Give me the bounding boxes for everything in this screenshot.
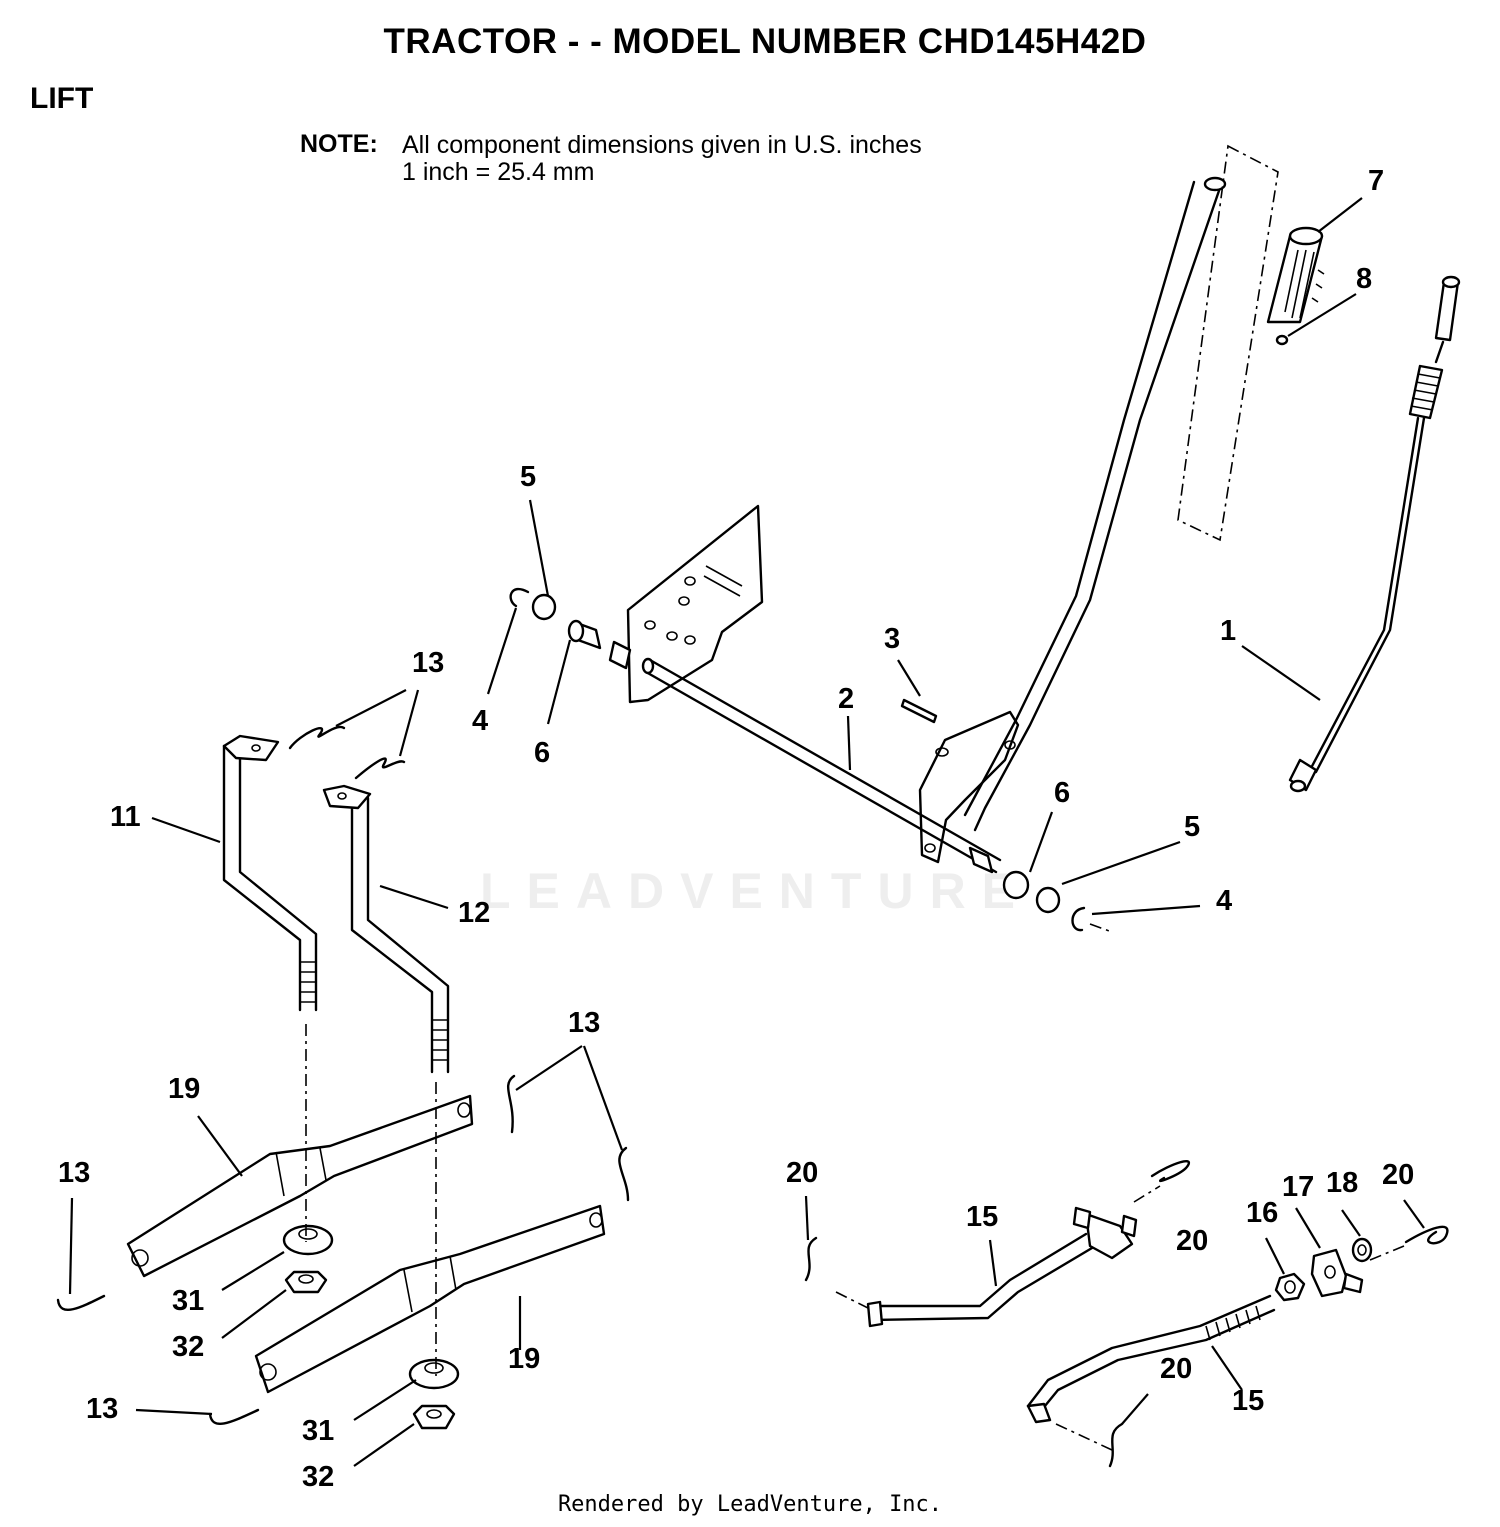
- callout-16: 16: [1246, 1197, 1278, 1229]
- note-label: NOTE:: [300, 130, 378, 158]
- nylon-washer-lower: [408, 1358, 460, 1390]
- hair-pin-20-lower: [1108, 1422, 1124, 1468]
- handle-grip: [1266, 226, 1325, 324]
- washer-18: [1351, 1237, 1373, 1263]
- lift-link-right: [322, 784, 450, 1074]
- trunnion-17: [1310, 1248, 1364, 1298]
- lift-handle: [918, 176, 1227, 864]
- hair-pin-upper-left: [288, 725, 346, 750]
- callout-6: 6: [1054, 777, 1070, 809]
- footer-credit: Rendered by LeadVenture, Inc.: [557, 1492, 943, 1517]
- callout-17: 17: [1282, 1171, 1314, 1203]
- callout-6: 6: [534, 737, 550, 769]
- callout-labels: 7 8 5 1 3 13 4 6 2 11 6 5 12 4 13 19 13 …: [58, 165, 1414, 1493]
- lift-shaft: [608, 640, 1002, 874]
- callout-3: 3: [884, 623, 900, 655]
- grip-washer: [1275, 334, 1289, 346]
- callout-15: 15: [966, 1201, 998, 1233]
- callout-13: 13: [568, 1007, 600, 1039]
- mounting-plate: [626, 504, 764, 704]
- hex-nut-upper: [284, 1270, 328, 1294]
- handle-extension-outline: [1177, 144, 1279, 542]
- hair-pin-arm-lower: [208, 1408, 260, 1425]
- callout-31: 31: [302, 1415, 334, 1447]
- left-bushing: [567, 619, 602, 650]
- callout-32: 32: [172, 1331, 204, 1363]
- callout-12: 12: [458, 897, 490, 929]
- callout-5: 5: [520, 461, 536, 493]
- callout-4: 4: [472, 705, 488, 737]
- hair-pin-arm-left: [56, 1294, 106, 1311]
- lift-arm-lower: [254, 1204, 606, 1394]
- hair-pin-20-upper: [1150, 1159, 1190, 1183]
- section-title: LIFT: [30, 82, 94, 115]
- hair-pin-20-right: [1404, 1225, 1449, 1245]
- hair-pin-upper-right: [354, 757, 406, 780]
- adjust-rod-upper: [866, 1206, 1138, 1328]
- hair-pin-arm-right: [618, 1146, 630, 1202]
- right-washer: [1035, 886, 1061, 914]
- right-retaining-clip: [1071, 906, 1086, 932]
- key-pin: [900, 698, 938, 724]
- lift-rod: [1288, 275, 1461, 793]
- callout-5: 5: [1184, 811, 1200, 843]
- callout-1: 1: [1220, 615, 1236, 647]
- callout-2: 2: [838, 683, 854, 715]
- callout-18: 18: [1326, 1167, 1358, 1199]
- hex-nut-16: [1274, 1272, 1306, 1302]
- left-retaining-clip: [509, 587, 530, 608]
- callout-11: 11: [110, 801, 141, 833]
- callout-7: 7: [1368, 165, 1384, 197]
- lift-arm-upper: [126, 1094, 474, 1278]
- adjust-rod-lower: [1026, 1294, 1276, 1424]
- callout-13: 13: [86, 1393, 118, 1425]
- hair-pin-20-left: [804, 1236, 818, 1282]
- callout-8: 8: [1356, 263, 1372, 295]
- callout-13: 13: [412, 647, 444, 679]
- left-washer: [531, 593, 557, 621]
- callout-31: 31: [172, 1285, 204, 1317]
- hair-pin-arm-mid: [506, 1074, 516, 1134]
- callout-19: 19: [508, 1343, 540, 1375]
- leader-lines: [68, 197, 1425, 1467]
- callout-15: 15: [1232, 1385, 1264, 1417]
- watermark-text: LEADVENTURE: [480, 863, 1032, 919]
- callout-32: 32: [302, 1461, 334, 1493]
- diagram-title: TRACTOR - - MODEL NUMBER CHD145H42D: [383, 22, 1147, 61]
- note-line-dimensions: All component dimensions given in U.S. i…: [402, 131, 922, 159]
- hex-nut-lower: [412, 1404, 456, 1430]
- callout-13: 13: [58, 1157, 90, 1189]
- callout-4: 4: [1216, 885, 1232, 917]
- callout-20: 20: [1382, 1159, 1414, 1191]
- note-line-conversion: 1 inch = 25.4 mm: [402, 158, 595, 186]
- callout-20: 20: [1176, 1225, 1208, 1257]
- callout-19: 19: [168, 1073, 200, 1105]
- right-bushing: [968, 846, 1030, 900]
- callout-20: 20: [1160, 1353, 1192, 1385]
- callout-20: 20: [786, 1157, 818, 1189]
- nylon-washer-upper: [282, 1224, 334, 1256]
- lift-link-left: [222, 734, 318, 1012]
